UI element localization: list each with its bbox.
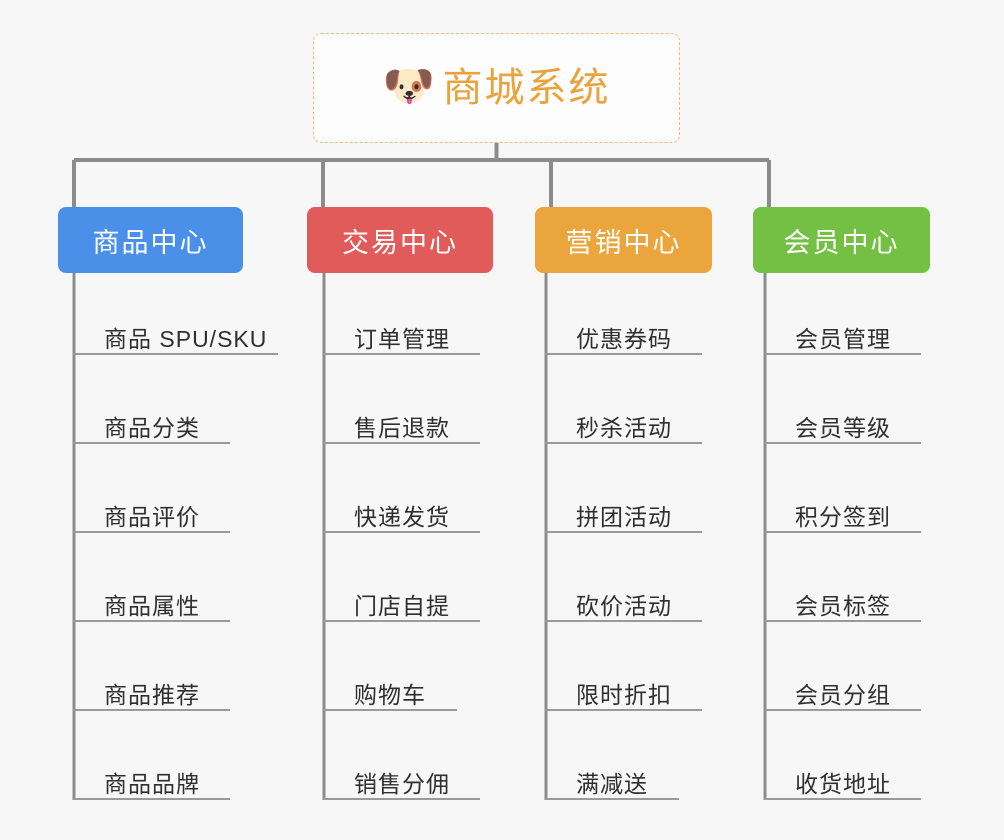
leaf-item[interactable]: 满减送 [545,750,679,800]
leaf-item[interactable]: 会员标签 [764,572,921,622]
root-node[interactable]: 🐶 商城系统 [313,33,680,143]
leaf-item[interactable]: 门店自提 [323,572,480,622]
leaf-item-label: 秒杀活动 [576,414,672,441]
leaf-item-label: 商品品牌 [104,770,200,797]
category-node-2[interactable]: 营销中心 [535,207,712,273]
leaf-item[interactable]: 商品评价 [73,483,230,533]
category-label: 会员中心 [783,227,900,258]
leaf-item-label: 限时折扣 [576,681,672,708]
leaf-item-label: 会员标签 [795,592,891,619]
leaf-item-label: 购物车 [354,681,426,708]
leaf-item[interactable]: 拼团活动 [545,483,702,533]
leaf-item-label: 商品 SPU/SKU [104,325,268,352]
leaf-item-label: 商品评价 [104,503,200,530]
leaf-item[interactable]: 秒杀活动 [545,394,702,444]
leaf-item[interactable]: 收货地址 [764,750,921,800]
category-node-3[interactable]: 会员中心 [753,207,930,273]
leaf-item-label: 售后退款 [354,414,450,441]
leaf-item[interactable]: 商品属性 [73,572,230,622]
leaf-item[interactable]: 销售分佣 [323,750,480,800]
leaf-item-label: 商品分类 [104,414,200,441]
leaf-item[interactable]: 商品 SPU/SKU [73,305,278,355]
leaf-item[interactable]: 商品品牌 [73,750,230,800]
leaf-item-label: 订单管理 [354,325,450,352]
leaf-item-label: 销售分佣 [354,770,450,797]
leaf-item[interactable]: 砍价活动 [545,572,702,622]
leaf-item[interactable]: 订单管理 [323,305,480,355]
category-node-1[interactable]: 交易中心 [307,207,493,273]
leaf-item-label: 收货地址 [795,770,891,797]
shiba-dog-face-icon: 🐶 [382,62,435,109]
leaf-item[interactable]: 商品推荐 [73,661,230,711]
leaf-item[interactable]: 会员等级 [764,394,921,444]
leaf-item-label: 优惠券码 [576,325,672,352]
leaf-item[interactable]: 快递发货 [323,483,480,533]
leaf-item[interactable]: 积分签到 [764,483,921,533]
category-label: 营销中心 [565,227,682,258]
leaf-item-label: 积分签到 [795,503,891,530]
leaf-item[interactable]: 会员管理 [764,305,921,355]
leaf-item-label: 会员分组 [795,681,891,708]
leaf-item[interactable]: 售后退款 [323,394,480,444]
leaf-item-label: 门店自提 [354,592,450,619]
category-node-0[interactable]: 商品中心 [58,207,243,273]
leaf-item[interactable]: 会员分组 [764,661,921,711]
leaf-item[interactable]: 购物车 [323,661,457,711]
leaf-item-label: 商品属性 [104,592,200,619]
leaf-item-label: 会员管理 [795,325,891,352]
leaf-item-label: 商品推荐 [104,681,200,708]
leaf-item-label: 满减送 [576,770,648,797]
leaf-item-label: 会员等级 [795,414,891,441]
leaf-item[interactable]: 商品分类 [73,394,230,444]
root-title: 商城系统 [442,66,611,110]
leaf-item-label: 拼团活动 [576,503,672,530]
leaf-item-label: 快递发货 [354,503,450,530]
leaf-item[interactable]: 优惠券码 [545,305,702,355]
leaf-item-label: 砍价活动 [576,592,672,619]
category-label: 商品中心 [92,227,209,258]
category-label: 交易中心 [342,227,458,258]
leaf-item[interactable]: 限时折扣 [545,661,702,711]
